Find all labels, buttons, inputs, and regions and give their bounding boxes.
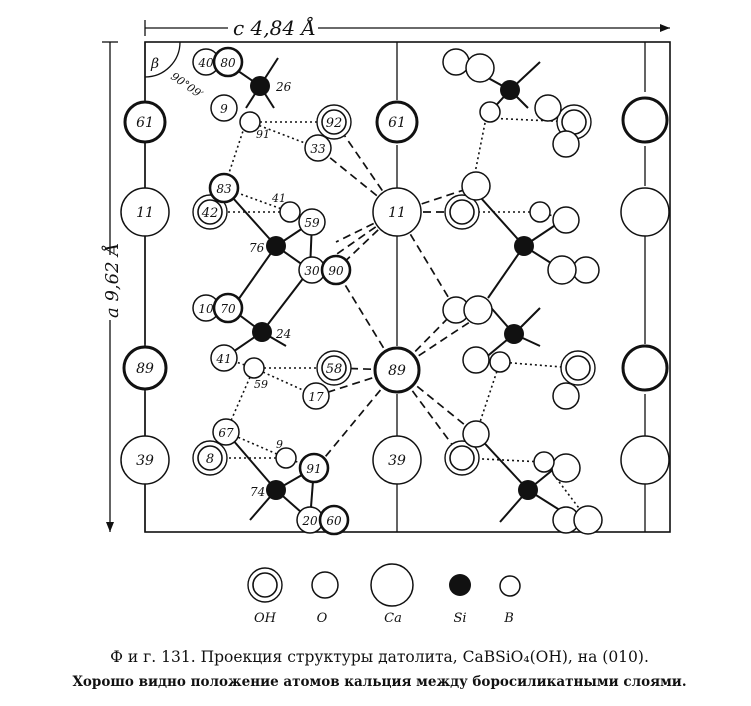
legend: OH O Ca Si B bbox=[247, 563, 521, 626]
o-atom: 41 bbox=[210, 344, 238, 372]
svg-text:89: 89 bbox=[388, 363, 406, 379]
ca-atom: 11 bbox=[120, 187, 170, 237]
svg-text:O: O bbox=[317, 611, 328, 626]
ca-atom bbox=[620, 96, 670, 485]
a-axis-label: a 9,62 Å bbox=[101, 243, 123, 318]
legend-ca: Ca bbox=[370, 563, 414, 626]
si-atom bbox=[266, 480, 286, 500]
b-atom bbox=[479, 101, 555, 473]
ca-atom: 39 bbox=[120, 435, 170, 485]
oh-group: 92 bbox=[316, 104, 352, 140]
svg-text:40: 40 bbox=[197, 56, 214, 70]
angle-label: 90°09′ bbox=[168, 70, 205, 102]
svg-text:61: 61 bbox=[388, 115, 406, 131]
c-axis: c 4,84 Å bbox=[144, 15, 670, 40]
svg-text:39: 39 bbox=[136, 453, 154, 469]
svg-text:70: 70 bbox=[220, 302, 236, 316]
legend-b: B bbox=[499, 575, 521, 626]
svg-text:90: 90 bbox=[328, 264, 344, 278]
si-atom-label: 76 bbox=[249, 241, 265, 255]
svg-text:39: 39 bbox=[388, 453, 406, 469]
ca-o-bonds bbox=[313, 125, 489, 469]
si-atom-label: 74 bbox=[250, 485, 265, 499]
svg-text:20: 20 bbox=[301, 514, 318, 528]
svg-text:B: B bbox=[503, 611, 514, 626]
svg-text:Ca: Ca bbox=[384, 611, 402, 626]
o-atom: 33 bbox=[304, 134, 332, 162]
o-atom: 10 bbox=[192, 294, 220, 322]
ca-atom: 89 bbox=[122, 345, 168, 391]
b-atom-label: 41 bbox=[271, 192, 286, 205]
b-atom-label: 59 bbox=[254, 378, 268, 391]
svg-text:11: 11 bbox=[136, 205, 154, 221]
svg-text:60: 60 bbox=[326, 514, 342, 528]
svg-text:Si: Si bbox=[453, 611, 466, 626]
b-atom bbox=[275, 447, 297, 469]
ca-atom: 11 bbox=[372, 187, 422, 237]
svg-text:11: 11 bbox=[388, 205, 406, 221]
b-atom bbox=[243, 357, 265, 379]
svg-text:OH: OH bbox=[254, 611, 277, 626]
o-atom: 91 bbox=[298, 452, 330, 484]
o-atom: 83 bbox=[208, 172, 240, 204]
a-axis: a 9,62 Å bbox=[101, 41, 123, 532]
o-atom: 30 bbox=[298, 256, 326, 284]
figure-caption-text: Хорошо видно положение атомов кальция ме… bbox=[72, 674, 687, 690]
figure-caption-title: Ф и г. 131. Проекция структуры датолита,… bbox=[110, 648, 649, 666]
si-atom bbox=[250, 76, 270, 96]
svg-text:67: 67 bbox=[218, 426, 234, 440]
beta-label: β bbox=[150, 56, 159, 72]
svg-text:8: 8 bbox=[206, 452, 214, 467]
o-atom: 9 bbox=[210, 94, 238, 122]
ca-atom: 61 bbox=[375, 100, 419, 144]
svg-text:92: 92 bbox=[326, 116, 343, 131]
svg-text:83: 83 bbox=[216, 182, 232, 196]
b-atom-label: 9 bbox=[276, 438, 283, 451]
b-atom bbox=[279, 201, 301, 223]
svg-text:80: 80 bbox=[220, 56, 236, 70]
b-atom bbox=[239, 111, 261, 133]
o-atom bbox=[442, 48, 603, 535]
svg-text:9: 9 bbox=[220, 102, 228, 116]
legend-oh: OH bbox=[247, 567, 283, 626]
ca-column-lines bbox=[144, 42, 646, 532]
o-atom: 80 bbox=[212, 46, 244, 78]
c-axis-label: c 4,84 Å bbox=[233, 15, 316, 40]
svg-text:41: 41 bbox=[215, 352, 231, 366]
svg-text:17: 17 bbox=[308, 390, 324, 404]
si-atom bbox=[266, 236, 286, 256]
o-atom: 60 bbox=[318, 504, 350, 536]
svg-text:10: 10 bbox=[198, 302, 214, 316]
legend-o: O bbox=[311, 571, 339, 626]
svg-text:33: 33 bbox=[310, 142, 326, 156]
o-atom: 67 bbox=[212, 418, 240, 446]
ca-atom: 89 bbox=[373, 346, 421, 394]
o-atom: 90 bbox=[320, 254, 352, 286]
svg-text:58: 58 bbox=[326, 362, 343, 377]
ca-atom: 61 bbox=[123, 100, 167, 144]
si-atom bbox=[500, 80, 538, 500]
si-atom-label: 24 bbox=[275, 327, 291, 341]
svg-text:59: 59 bbox=[304, 216, 320, 230]
oh-group: 58 bbox=[316, 350, 352, 386]
b-atom-label: 91 bbox=[256, 128, 270, 141]
svg-text:89: 89 bbox=[136, 361, 154, 377]
o-atom: 20 bbox=[296, 506, 324, 534]
si-atom bbox=[252, 322, 272, 342]
svg-text:30: 30 bbox=[304, 264, 320, 278]
ca-atom: 39 bbox=[372, 435, 422, 485]
svg-text:42: 42 bbox=[201, 206, 219, 221]
o-atom: 59 bbox=[298, 208, 326, 236]
si-atom-label: 26 bbox=[275, 80, 292, 94]
svg-text:91: 91 bbox=[306, 462, 321, 476]
oh-group: 8 bbox=[192, 440, 228, 476]
oh-group bbox=[444, 104, 596, 476]
oh-group: 42 bbox=[192, 194, 228, 230]
o-atom: 17 bbox=[302, 382, 330, 410]
legend-si: Si bbox=[449, 574, 471, 626]
o-atom: 70 bbox=[212, 292, 244, 324]
svg-text:61: 61 bbox=[136, 115, 154, 131]
